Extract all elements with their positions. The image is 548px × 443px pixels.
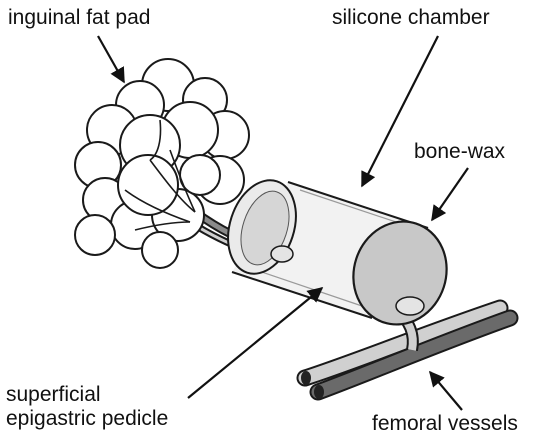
label-bone-wax: bone-wax (414, 140, 505, 164)
silicone-chamber (217, 171, 460, 336)
arrow-bone-wax (432, 168, 468, 220)
label-pedicle-line-1: superficial (6, 383, 168, 407)
arrow-fat-pad (98, 36, 124, 82)
label-silicone-chamber: silicone chamber (332, 6, 490, 30)
label-superficial-epigastric-pedicle: superficial epigastric pedicle (6, 383, 168, 431)
arrow-femoral (430, 372, 462, 410)
label-femoral-vessels: femoral vessels (372, 412, 518, 436)
label-inguinal-fat-pad: inguinal fat pad (8, 6, 150, 30)
label-pedicle-line-2: epigastric pedicle (6, 407, 168, 431)
